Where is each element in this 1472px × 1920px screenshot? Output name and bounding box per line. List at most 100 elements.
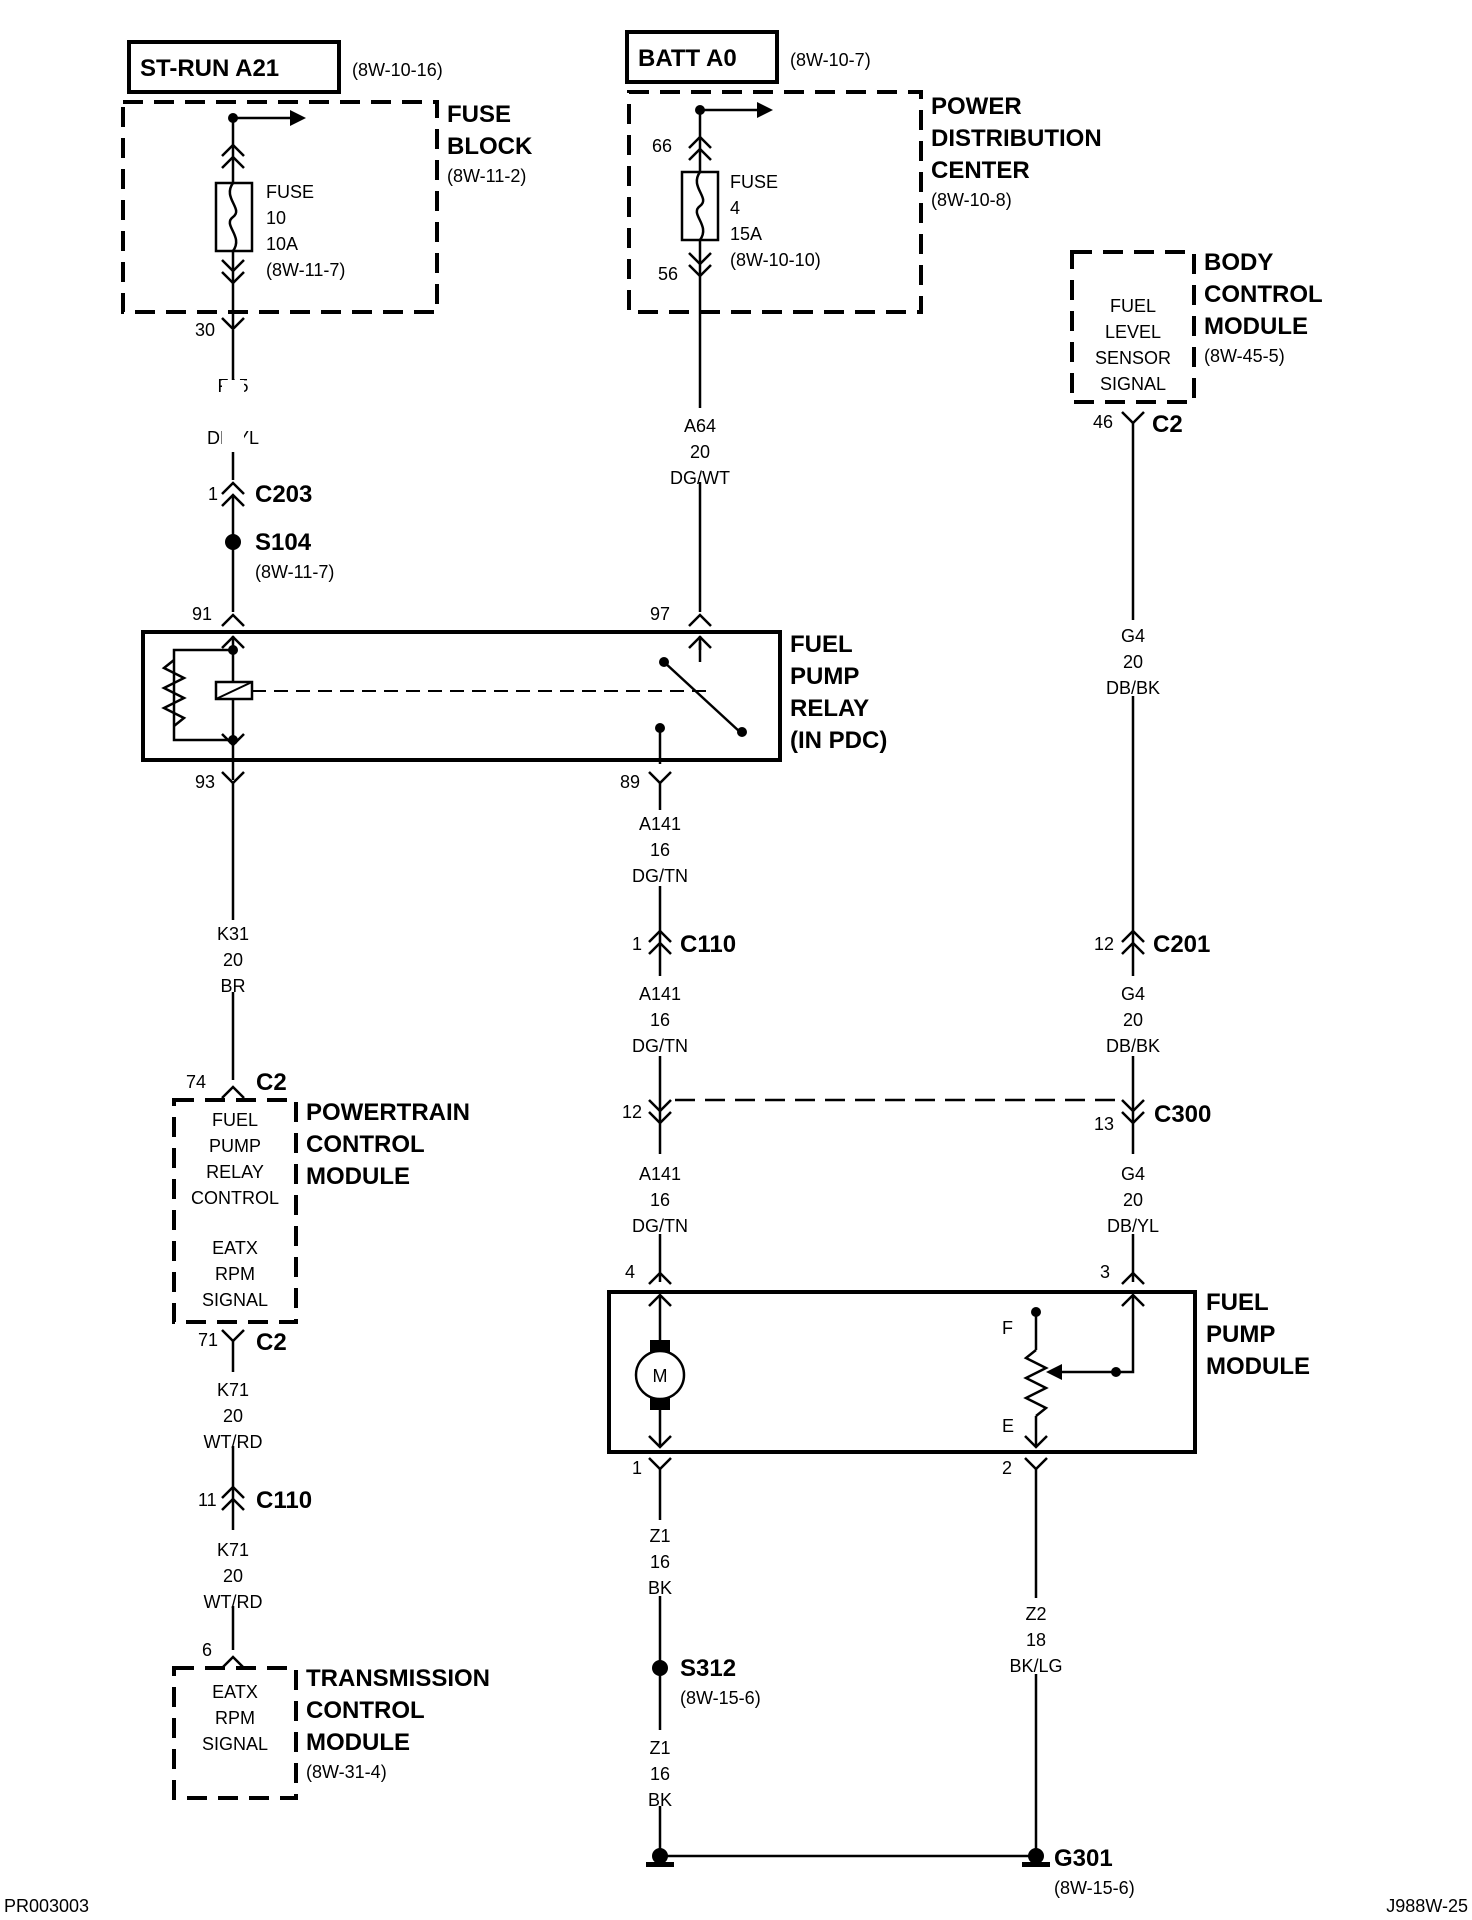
fuse-block-title-1: FUSE [447, 101, 511, 128]
bcm-ref: (8W-45-5) [1204, 346, 1285, 366]
relay-title-4: (IN PDC) [790, 727, 887, 754]
fuse-block: FUSE BLOCK (8W-11-2) FUSE 10 10A (8W-11-… [121, 100, 533, 340]
wire-g4-b-id: G4 [1121, 984, 1145, 1004]
pcm-sig1-4: CONTROL [191, 1188, 279, 1208]
wire-g4-a-color: DB/BK [1106, 678, 1160, 698]
pdc-ref: (8W-10-8) [931, 190, 1012, 210]
fuse-4-label-4: (8W-10-10) [730, 250, 821, 270]
st-run-source: ST-RUN A21 (8W-10-16) [127, 40, 443, 94]
wire-k71-a-color: WT/RD [204, 1432, 263, 1452]
wire-a141-c-id: A141 [639, 1164, 681, 1184]
wire-z1-a: Z1 16 BK [640, 1520, 680, 1598]
fuse-10-label-2: 10 [266, 208, 286, 228]
pdc-cavity-66: 66 [652, 136, 672, 156]
pump-pin-4: 4 [625, 1262, 635, 1282]
tcm-title-1: TRANSMISSION [306, 1665, 490, 1692]
c110-mid-name: C110 [680, 931, 736, 958]
wire-k71-a-id: K71 [217, 1380, 249, 1400]
wire-a141-c-gauge: 16 [650, 1190, 670, 1210]
fuse-block-ref: (8W-11-2) [447, 166, 526, 186]
motor-label: M [653, 1366, 668, 1386]
fuse-10-label-1: FUSE [266, 182, 314, 202]
wire-a64-color: DG/WT [670, 468, 730, 488]
bcm-signal-3: SENSOR [1095, 348, 1171, 368]
st-run-ref: (8W-10-16) [352, 60, 443, 80]
pcm-conn-bot: C2 [256, 1329, 287, 1356]
sender-f-label: F [1002, 1318, 1013, 1338]
pcm-title-1: POWERTRAIN [306, 1099, 470, 1126]
tcm-sig-3: SIGNAL [202, 1734, 268, 1754]
pump-title-3: MODULE [1206, 1353, 1310, 1380]
wire-a141-a-color: DG/TN [632, 866, 688, 886]
bcm-signal-4: SIGNAL [1100, 374, 1166, 394]
wire-z1-b-color: BK [648, 1790, 672, 1810]
c300-pin-right: 13 [1094, 1114, 1114, 1134]
wire-a141-b-gauge: 16 [650, 1010, 670, 1030]
relay-pin-89: 89 [620, 772, 640, 792]
tcm-pin-6: 6 [202, 1640, 212, 1660]
pcm-sig1-1: FUEL [212, 1110, 258, 1130]
bcm-conn-c2: C2 [1152, 411, 1183, 438]
footer-left-code: PR003003 [4, 1896, 89, 1916]
fuse-10-label-4: (8W-11-7) [266, 260, 345, 280]
c110-left-pin: 11 [198, 1490, 217, 1510]
wire-g4-a: G4 20 DB/BK [1106, 620, 1160, 698]
fuel-level-sender-icon [1023, 1349, 1049, 1417]
wire-a141-a-id: A141 [639, 814, 681, 834]
wire-g4-c: G4 20 DB/YL [1106, 1154, 1160, 1236]
wire-a64-id: A64 [684, 416, 716, 436]
wire-k71-b-color: WT/RD [204, 1592, 263, 1612]
s312-splice [652, 1660, 668, 1676]
wire-g4-b-gauge: 20 [1123, 1010, 1143, 1030]
pcm-sig1-2: PUMP [209, 1136, 261, 1156]
wire-z2-color: BK/LG [1009, 1656, 1062, 1676]
pcm-title-2: CONTROL [306, 1131, 425, 1158]
fuse-4-label-3: 15A [730, 224, 762, 244]
tcm-ref: (8W-31-4) [306, 1762, 387, 1782]
pcm-pin-71: 71 [198, 1330, 218, 1350]
pcm-sig2-1: EATX [212, 1238, 258, 1258]
motor-icon [634, 1349, 686, 1401]
wire-k71-a-gauge: 20 [223, 1406, 243, 1426]
ground-g301: G301 (8W-15-6) [646, 1845, 1135, 1898]
wire-g4-c-gauge: 20 [1123, 1190, 1143, 1210]
pdc-title-1: POWER [931, 93, 1022, 120]
s104-ref: (8W-11-7) [255, 562, 334, 582]
footer-right-code: J988W-25 [1386, 1896, 1468, 1916]
wire-a64-gauge: 20 [690, 442, 710, 462]
pump-title-2: PUMP [1206, 1321, 1275, 1348]
ground-name: G301 [1054, 1845, 1113, 1872]
tcm-sig-2: RPM [215, 1708, 255, 1728]
wire-z1-b-id: Z1 [649, 1738, 670, 1758]
transmission-control-module: EATX RPM SIGNAL TRANSMISSION CONTROL MOD… [172, 1665, 490, 1800]
fuse-10-label-3: 10A [266, 234, 298, 254]
pdc-title-3: CENTER [931, 157, 1030, 184]
wire-z2: Z2 18 BK/LG [1002, 1598, 1070, 1676]
c300-pin-left: 12 [622, 1102, 642, 1122]
wire-z1-b: Z1 16 BK [640, 1730, 680, 1810]
wire-k71-b: K71 20 WT/RD [204, 1530, 263, 1612]
pcm-sig1-3: RELAY [206, 1162, 264, 1182]
pdc-cavity-56: 56 [658, 264, 678, 284]
powertrain-control-module: FUEL PUMP RELAY CONTROL EATX RPM SIGNAL … [172, 1098, 470, 1324]
wire-z1-a-id: Z1 [649, 1526, 670, 1546]
fuel-pump-relay: FUEL PUMP RELAY (IN PDC) [141, 630, 887, 764]
wire-a141-b: A141 16 DG/TN [630, 976, 690, 1056]
pump-pin-3: 3 [1100, 1262, 1110, 1282]
wire-k31-color: BR [220, 976, 245, 996]
pump-pin-1: 1 [632, 1458, 642, 1478]
s104-name: S104 [255, 529, 312, 556]
wire-a141-b-id: A141 [639, 984, 681, 1004]
bcm-signal-2: LEVEL [1105, 322, 1161, 342]
relay-title-3: RELAY [790, 695, 869, 722]
fuse-block-title-2: BLOCK [447, 133, 533, 160]
wire-g4-b: G4 20 DB/BK [1106, 976, 1160, 1056]
wire-k71-b-gauge: 20 [223, 1566, 243, 1586]
pump-title-1: FUEL [1206, 1289, 1269, 1316]
pcm-sig2-3: SIGNAL [202, 1290, 268, 1310]
c201-name: C201 [1153, 931, 1210, 958]
sender-e-label: E [1002, 1416, 1014, 1436]
wire-g4-c-id: G4 [1121, 1164, 1145, 1184]
c203-pin: 1 [208, 484, 218, 504]
